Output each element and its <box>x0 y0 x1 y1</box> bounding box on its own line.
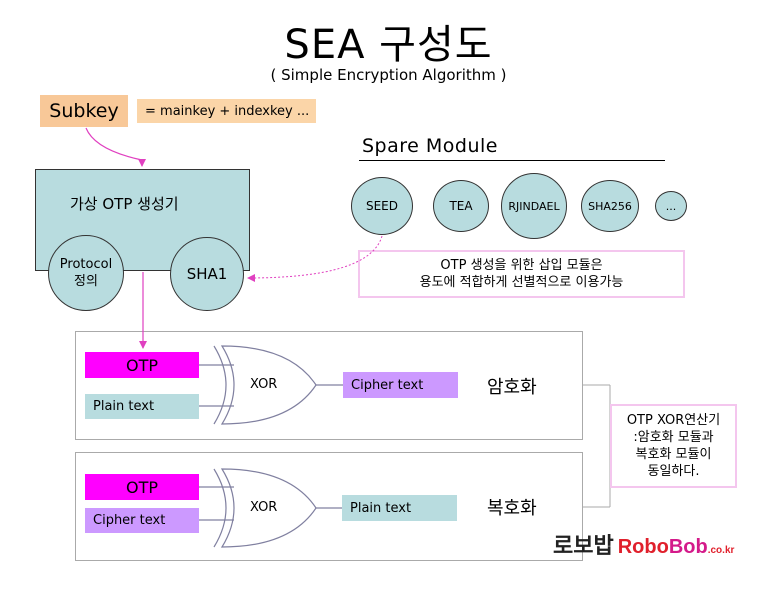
module-tea: TEA <box>433 180 489 232</box>
dec-plain-text-box: Plain text <box>342 495 457 521</box>
protocol-line1: Protocol <box>59 257 113 272</box>
module-seed: SEED <box>351 177 413 235</box>
logo-bob: Bob <box>668 536 708 558</box>
enc-plain-text-box: Plain text <box>85 394 199 419</box>
sha1-circle: SHA1 <box>170 237 244 311</box>
enc-xor-label: XOR <box>250 377 278 392</box>
spare-module-note: OTP 생성을 위한 삽입 모듈은 용도에 적합하게 선별적으로 이용가능 <box>358 250 685 298</box>
xor-gate-decryption <box>213 468 317 548</box>
protocol-line2: 정의 <box>74 274 98 289</box>
page-title: SEA 구성도 <box>284 22 493 68</box>
enc-cipher-text-box: Cipher text <box>343 372 458 398</box>
dec-otp-box: OTP <box>85 474 199 500</box>
decryption-label: 복호화 <box>487 498 537 519</box>
xor-note-line3: 복호화 모듈이 <box>635 447 712 462</box>
xor-note: OTP XOR연산기 :암호화 모듈과 복호화 모듈이 동일하다. <box>610 404 737 488</box>
subkey-formula: = mainkey + indexkey ... <box>137 99 316 123</box>
subkey-box: Subkey <box>40 95 128 127</box>
logo-domain: .co.kr <box>707 545 735 556</box>
logo-korean: 로보밥 <box>553 534 614 559</box>
robobob-logo: 로보밥 Robo Bob .co.kr <box>553 528 735 559</box>
encryption-panel <box>75 331 583 440</box>
decryption-panel <box>75 452 583 561</box>
enc-otp-box: OTP <box>85 352 199 378</box>
seed-to-sha1-arrow <box>247 235 383 282</box>
dec-xor-label: XOR <box>250 500 278 515</box>
logo-robo: Robo <box>617 536 669 558</box>
xor-note-line1: OTP XOR연산기 <box>626 413 721 428</box>
protocol-definition-circle: Protocol 정의 <box>48 235 124 311</box>
spare-module-title: Spare Module <box>362 135 498 157</box>
xor-gate-encryption <box>213 345 317 425</box>
spare-note-line2: 용도에 적합하게 선별적으로 이용가능 <box>419 275 624 290</box>
spare-note-line1: OTP 생성을 위한 삽입 모듈은 <box>440 258 603 273</box>
encryption-label: 암호화 <box>487 377 537 398</box>
subkey-arrow <box>85 127 146 167</box>
otp-generator-label: 가상 OTP 생성기 <box>70 195 179 213</box>
module-sha256: SHA256 <box>581 180 639 232</box>
module-more: ... <box>655 191 687 221</box>
page-subtitle: ( Simple Encryption Algorithm ) <box>270 66 507 84</box>
xor-note-line2: :암호화 모듈과 <box>633 430 714 445</box>
xor-note-line4: 동일하다. <box>647 464 700 479</box>
dec-cipher-text-box: Cipher text <box>85 508 199 533</box>
spare-module-underline <box>359 160 665 161</box>
module-rijndael: RJINDAEL <box>501 173 567 239</box>
note-connector <box>583 384 611 508</box>
